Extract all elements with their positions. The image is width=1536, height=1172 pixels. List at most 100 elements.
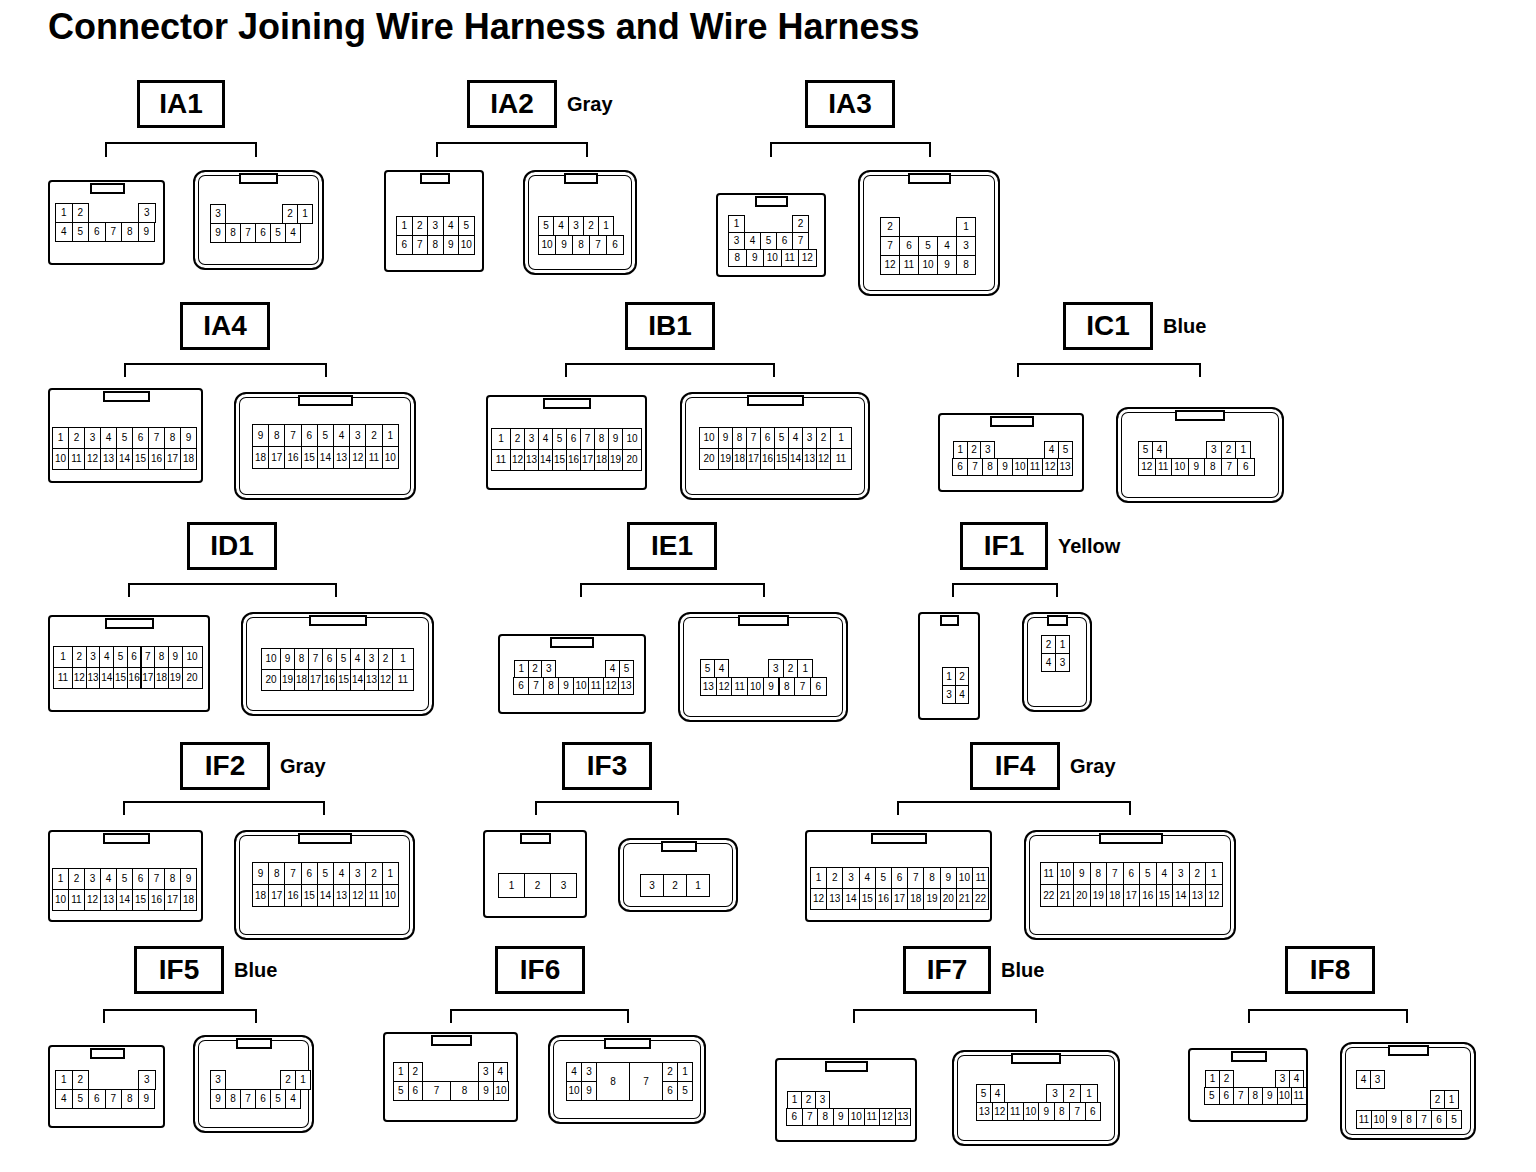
- pin-number: 9: [280, 648, 295, 670]
- pin-number: 9: [138, 1089, 156, 1109]
- pin-number: 3: [956, 236, 976, 256]
- pin-number: 5: [270, 223, 286, 243]
- pin-number: 16: [148, 889, 165, 911]
- connector-code-box: IF3: [562, 742, 652, 790]
- pin-number: 1: [1205, 862, 1223, 885]
- pin-number: 6: [132, 868, 149, 890]
- pin-number: 14: [317, 884, 334, 907]
- pin-number: 8: [1401, 1110, 1417, 1129]
- pin-number: 22: [1040, 884, 1058, 907]
- pin-number: 7: [746, 427, 761, 449]
- pin-number: 13: [364, 669, 379, 691]
- pin-number: 12: [879, 1108, 896, 1126]
- pin-number: 6: [255, 1089, 271, 1109]
- pin-number: 10: [763, 249, 782, 267]
- pin-number: 3: [728, 232, 745, 250]
- pin-number: 6: [891, 867, 908, 889]
- pin-number: 11: [68, 448, 85, 470]
- pin-number: 21: [956, 888, 973, 910]
- pin-number: 4: [333, 862, 350, 885]
- pin-number: 8: [450, 1081, 479, 1101]
- pin-number: 17: [1123, 884, 1141, 907]
- pin-number: 5: [393, 1081, 409, 1101]
- pin-number: 9: [937, 255, 957, 275]
- pin-number: 8: [164, 868, 181, 890]
- pin-number: 1: [393, 1062, 409, 1082]
- connector-latch: [661, 841, 697, 852]
- pin-number: 9: [833, 1108, 850, 1126]
- pin-number: 2: [880, 217, 900, 237]
- pin-number: 1: [1205, 1070, 1220, 1088]
- pin-number: 3: [942, 685, 956, 704]
- connector-code-box: IF7Blue: [903, 946, 991, 994]
- pin-number: 8: [572, 235, 590, 255]
- pin-number: 17: [164, 448, 181, 470]
- pin-number: 1: [53, 646, 73, 668]
- pin-number: 13: [86, 667, 101, 689]
- pin-number: 6: [899, 236, 919, 256]
- pin-number: 8: [1248, 1087, 1264, 1105]
- pin-number: 8: [923, 867, 940, 889]
- pin-number: 2: [1219, 1070, 1234, 1088]
- connector-face: 1234567891011121314151617181920: [48, 615, 210, 712]
- pin-number: 20: [940, 888, 957, 910]
- pin-number: 7: [794, 677, 811, 696]
- connector-face: 12345678910111213141516171819202122: [805, 830, 992, 922]
- pin-number: 5: [552, 428, 567, 450]
- pin-number: 12: [84, 889, 101, 911]
- pin-number: 2: [412, 216, 429, 236]
- pin-number: 15: [859, 888, 876, 910]
- pin-number: 13: [826, 888, 843, 910]
- pin-number: 11: [365, 884, 382, 907]
- pin-number: 5: [760, 232, 777, 250]
- pin-number: 2: [1063, 1084, 1081, 1103]
- pin-number: 19: [280, 669, 295, 691]
- pin-number: 12: [378, 669, 393, 691]
- pin-number: 4: [714, 659, 729, 678]
- pin-number: 12: [349, 884, 366, 907]
- pin-number: 2: [1430, 1090, 1445, 1109]
- pin-number: 3: [364, 648, 379, 670]
- pin-number: 7: [1221, 458, 1239, 476]
- pin-number: 11: [53, 667, 73, 689]
- pin-number: 9: [478, 1081, 494, 1101]
- pin-number: 10: [538, 235, 556, 255]
- pin-number: 3: [138, 1070, 156, 1090]
- connector-latch: [1388, 1045, 1429, 1056]
- pin-number: 5: [1204, 1087, 1220, 1105]
- pin-number: 11: [68, 889, 85, 911]
- pin-number: 4: [566, 1062, 582, 1082]
- pin-number: 5: [1446, 1110, 1462, 1129]
- connector-code-box: IA1: [137, 80, 225, 128]
- pin-number: 4: [859, 867, 876, 889]
- connector-code: IF1: [984, 530, 1024, 562]
- connector-latch: [520, 833, 551, 844]
- pin-number: 3: [1370, 1070, 1385, 1089]
- pin-number: 11: [972, 867, 989, 889]
- pin-number: 4: [100, 868, 117, 890]
- pin-number: 5: [1138, 441, 1153, 459]
- pin-number: 6: [760, 427, 775, 449]
- connector-latch: [298, 833, 352, 844]
- pin-number: 8: [1090, 862, 1108, 885]
- pin-number: 3: [768, 659, 784, 678]
- pin-number: 3: [815, 1091, 830, 1109]
- pin-number: 4: [285, 223, 301, 243]
- connector-latch: [747, 395, 804, 406]
- pin-number: 10: [52, 889, 69, 911]
- pin-number: 8: [817, 1108, 834, 1126]
- pin-number: 3: [842, 867, 859, 889]
- pin-number: 16: [760, 448, 775, 470]
- pin-number: 20: [699, 448, 719, 470]
- connector-code-box: IF4Gray: [970, 742, 1060, 790]
- pin-number: 3: [524, 428, 539, 450]
- wire-color-label: Gray: [1070, 754, 1116, 778]
- pin-number: 3: [349, 424, 366, 447]
- connector-face: 543211211109876: [1116, 407, 1284, 503]
- pin-number: 6: [1237, 458, 1255, 476]
- pin-number: 2: [365, 862, 382, 885]
- pin-number: 2: [801, 1091, 816, 1109]
- pin-number: 17: [308, 669, 323, 691]
- pin-number: 4: [55, 222, 73, 242]
- pin-number: 10: [956, 867, 973, 889]
